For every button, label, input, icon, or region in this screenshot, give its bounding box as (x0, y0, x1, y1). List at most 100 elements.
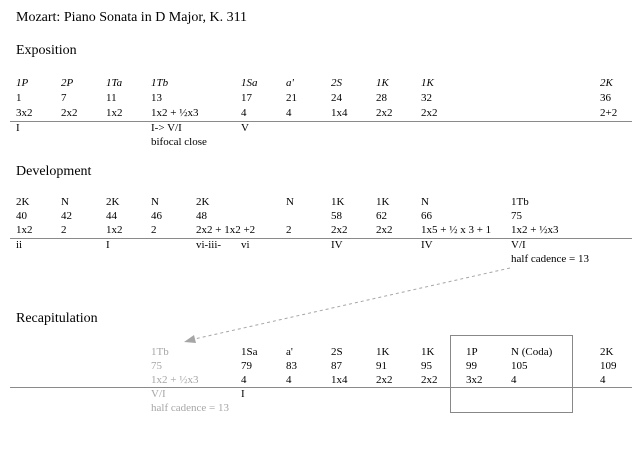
recapitulation-harmony: V/I (151, 388, 166, 400)
exposition-grouping: 1x2 + ½x3 (151, 107, 199, 119)
development-grouping: 1x2 + ½x3 (511, 224, 559, 236)
exposition-measure: 21 (286, 92, 297, 104)
development-measure: 48 (196, 210, 207, 222)
development-divider (10, 238, 632, 239)
exposition-measure: 24 (331, 92, 342, 104)
exposition-grouping: 2+2 (600, 107, 618, 119)
development-grouping: 1x2 (16, 224, 33, 236)
exposition-divider (10, 121, 632, 122)
exposition-measure: 32 (421, 92, 432, 104)
exposition-grouping: 2x2 (61, 107, 78, 119)
exposition-label: 1Sa (241, 77, 258, 89)
exposition-grouping: 4 (241, 107, 247, 119)
development-grouping: 2x2 (331, 224, 348, 236)
recapitulation-measure: 83 (286, 360, 297, 372)
recapitulation-grouping: 2x2 (421, 374, 438, 386)
exposition-label: 1K (376, 77, 389, 89)
exposition-label: 2S (331, 77, 342, 89)
recapitulation-grouping: 2x2 (376, 374, 393, 386)
development-harmony: ii (16, 239, 23, 251)
recapitulation-grouping: 3x2 (466, 374, 483, 386)
exposition-note: bifocal close (151, 136, 207, 148)
development-grouping: 2 (61, 224, 67, 236)
development-note: half cadence = 13 (511, 253, 589, 265)
development-grouping: 2 (286, 224, 292, 236)
exposition-measure: 7 (61, 92, 67, 104)
recapitulation-grouping: 4 (511, 374, 517, 386)
exposition-label: 1Ta (106, 77, 123, 89)
recapitulation-grouping: 4 (286, 374, 292, 386)
recapitulation-label: 2S (331, 346, 343, 358)
exposition-measure: 17 (241, 92, 252, 104)
development-measure: 62 (376, 210, 387, 222)
recapitulation-label: 1P (466, 346, 478, 358)
recapitulation-harmony: I (241, 388, 245, 400)
development-grouping: 2x2 (376, 224, 393, 236)
recapitulation-label: 1Sa (241, 346, 258, 358)
development-label: N (61, 196, 69, 208)
exposition-harmony: V (241, 122, 249, 134)
development-measure: 58 (331, 210, 342, 222)
development-heading: Development (16, 164, 92, 179)
recapitulation-label: 2K (600, 346, 614, 358)
recapitulation-measure: 75 (151, 360, 162, 372)
exposition-grouping: 2x2 (421, 107, 438, 119)
development-measure: 42 (61, 210, 72, 222)
exposition-harmony: I (16, 122, 20, 134)
exposition-label: 1P (16, 77, 29, 89)
page-title: Mozart: Piano Sonata in D Major, K. 311 (16, 10, 248, 25)
exposition-grouping: 3x2 (16, 107, 33, 119)
exposition-grouping: 4 (286, 107, 292, 119)
development-label: 2K (196, 196, 210, 208)
exposition-grouping: 1x4 (331, 107, 348, 119)
development-measure: 66 (421, 210, 432, 222)
recapitulation-measure: 105 (511, 360, 528, 372)
recapitulation-label: a' (286, 346, 293, 358)
development-harmony: vi (241, 239, 250, 251)
recapitulation-label: 1K (376, 346, 390, 358)
recapitulation-grouping: 4 (241, 374, 247, 386)
development-grouping: 2 (151, 224, 157, 236)
development-grouping: 2x2 + 1x2 +2 (196, 224, 256, 236)
development-label: 1Tb (511, 196, 529, 208)
recapitulation-measure: 95 (421, 360, 432, 372)
development-label: N (286, 196, 294, 208)
development-measure: 75 (511, 210, 522, 222)
development-harmony: IV (421, 239, 433, 251)
development-grouping: 1x5 + ½ x 3 + 1 (421, 224, 492, 236)
recapitulation-measure: 79 (241, 360, 252, 372)
exposition-label: 1K (421, 77, 434, 89)
recapitulation-label: 1K (421, 346, 435, 358)
exposition-grouping: 2x2 (376, 107, 393, 119)
development-grouping: 1x2 (106, 224, 123, 236)
development-measure: 44 (106, 210, 117, 222)
exposition-measure: 28 (376, 92, 387, 104)
recapitulation-heading: Recapitulation (16, 311, 98, 326)
recapitulation-grouping: 1x2 + ½x3 (151, 374, 199, 386)
exposition-measure: 13 (151, 92, 162, 104)
development-label: N (151, 196, 159, 208)
exposition-measure: 1 (16, 92, 22, 104)
recapitulation-grouping: 4 (600, 374, 606, 386)
exposition-heading: Exposition (16, 43, 77, 58)
recapitulation-measure: 87 (331, 360, 342, 372)
development-harmony: V/I (511, 239, 526, 251)
development-measure: 46 (151, 210, 162, 222)
recapitulation-divider (10, 387, 632, 388)
development-label: N (421, 196, 429, 208)
development-label: 2K (106, 196, 120, 208)
exposition-label: 2P (61, 77, 74, 89)
development-label: 1K (376, 196, 390, 208)
development-harmony: vi-iii- (196, 239, 222, 251)
development-harmony: IV (331, 239, 343, 251)
exposition-label: 2K (600, 77, 613, 89)
development-harmony: I (106, 239, 110, 251)
exposition-measure: 36 (600, 92, 611, 104)
development-label: 2K (16, 196, 30, 208)
recapitulation-label: N (Coda) (511, 346, 553, 358)
exposition-measure: 11 (106, 92, 117, 104)
exposition-harmony: I-> V/I (151, 122, 182, 134)
recapitulation-measure: 91 (376, 360, 387, 372)
recapitulation-grouping: 1x4 (331, 374, 348, 386)
